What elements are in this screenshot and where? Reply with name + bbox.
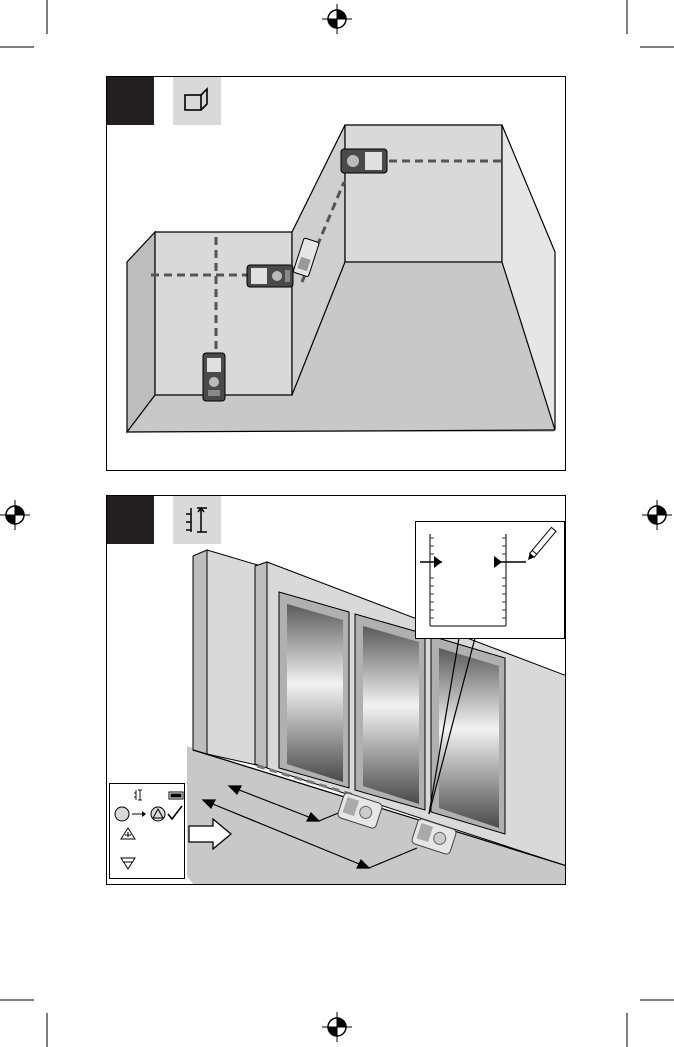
window-glass	[287, 604, 343, 782]
ruler-marking-illustration	[416, 522, 566, 640]
back-wall-high	[345, 125, 502, 262]
up-triangle-icon	[121, 828, 135, 839]
registration-target-icon	[322, 1012, 352, 1042]
check-icon	[168, 806, 182, 819]
registration-target-icon	[0, 500, 30, 530]
instruction-inset	[109, 783, 185, 879]
room-illustration	[107, 77, 566, 471]
marker-arrow-icon	[494, 556, 502, 568]
down-triangle-icon	[121, 858, 135, 869]
battery-icon	[169, 792, 183, 799]
laser-measure-device	[247, 265, 293, 287]
arrow-right-icon	[187, 818, 233, 850]
circle-button-icon	[115, 807, 129, 821]
registration-target-icon	[642, 500, 672, 530]
laser-measure-device	[341, 149, 387, 173]
figure-top	[106, 76, 566, 471]
laser-measure-device	[203, 353, 225, 401]
wall-pillar	[193, 550, 207, 754]
marker-arrow-icon	[434, 556, 442, 568]
window-glass	[439, 648, 499, 828]
registration-target-icon	[322, 4, 352, 34]
pencil-icon	[526, 527, 556, 561]
callout-box	[415, 521, 565, 639]
arrow-right-icon	[132, 811, 146, 817]
stakeout-mode-icon	[134, 790, 142, 800]
window-glass	[363, 626, 419, 804]
figure-bottom	[106, 495, 566, 885]
